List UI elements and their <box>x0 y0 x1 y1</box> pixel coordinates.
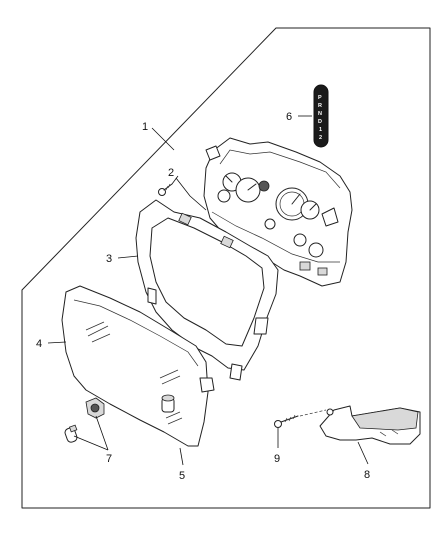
instrument-cluster <box>203 137 353 287</box>
callout-3: 3 <box>106 253 112 265</box>
bracket-screw <box>274 409 327 428</box>
callout-2: 2 <box>168 167 174 179</box>
leader-lines <box>47 115 369 466</box>
prndl-char: P <box>318 95 322 101</box>
cluster-screw <box>158 183 173 196</box>
prndl-char: 2 <box>319 135 322 141</box>
mounting-bracket <box>319 405 421 445</box>
callout-8: 8 <box>364 469 370 481</box>
assembly-frame <box>21 27 431 509</box>
cluster-mask-bezel <box>135 199 279 381</box>
indicator-bulb <box>161 394 175 413</box>
prndl-char: N <box>318 111 322 117</box>
prndl-char: R <box>318 103 322 109</box>
callout-4: 4 <box>36 338 42 350</box>
callout-6: 6 <box>286 111 292 123</box>
callout-1: 1 <box>142 121 148 133</box>
bulb-and-socket <box>64 397 105 443</box>
callout-7: 7 <box>106 453 112 465</box>
callout-9: 9 <box>274 453 280 465</box>
prndl-indicator-strip: P R N D 1 2 <box>313 84 329 148</box>
callout-5: 5 <box>179 470 185 482</box>
prndl-char: D <box>318 119 322 125</box>
prndl-char: 1 <box>319 127 322 133</box>
